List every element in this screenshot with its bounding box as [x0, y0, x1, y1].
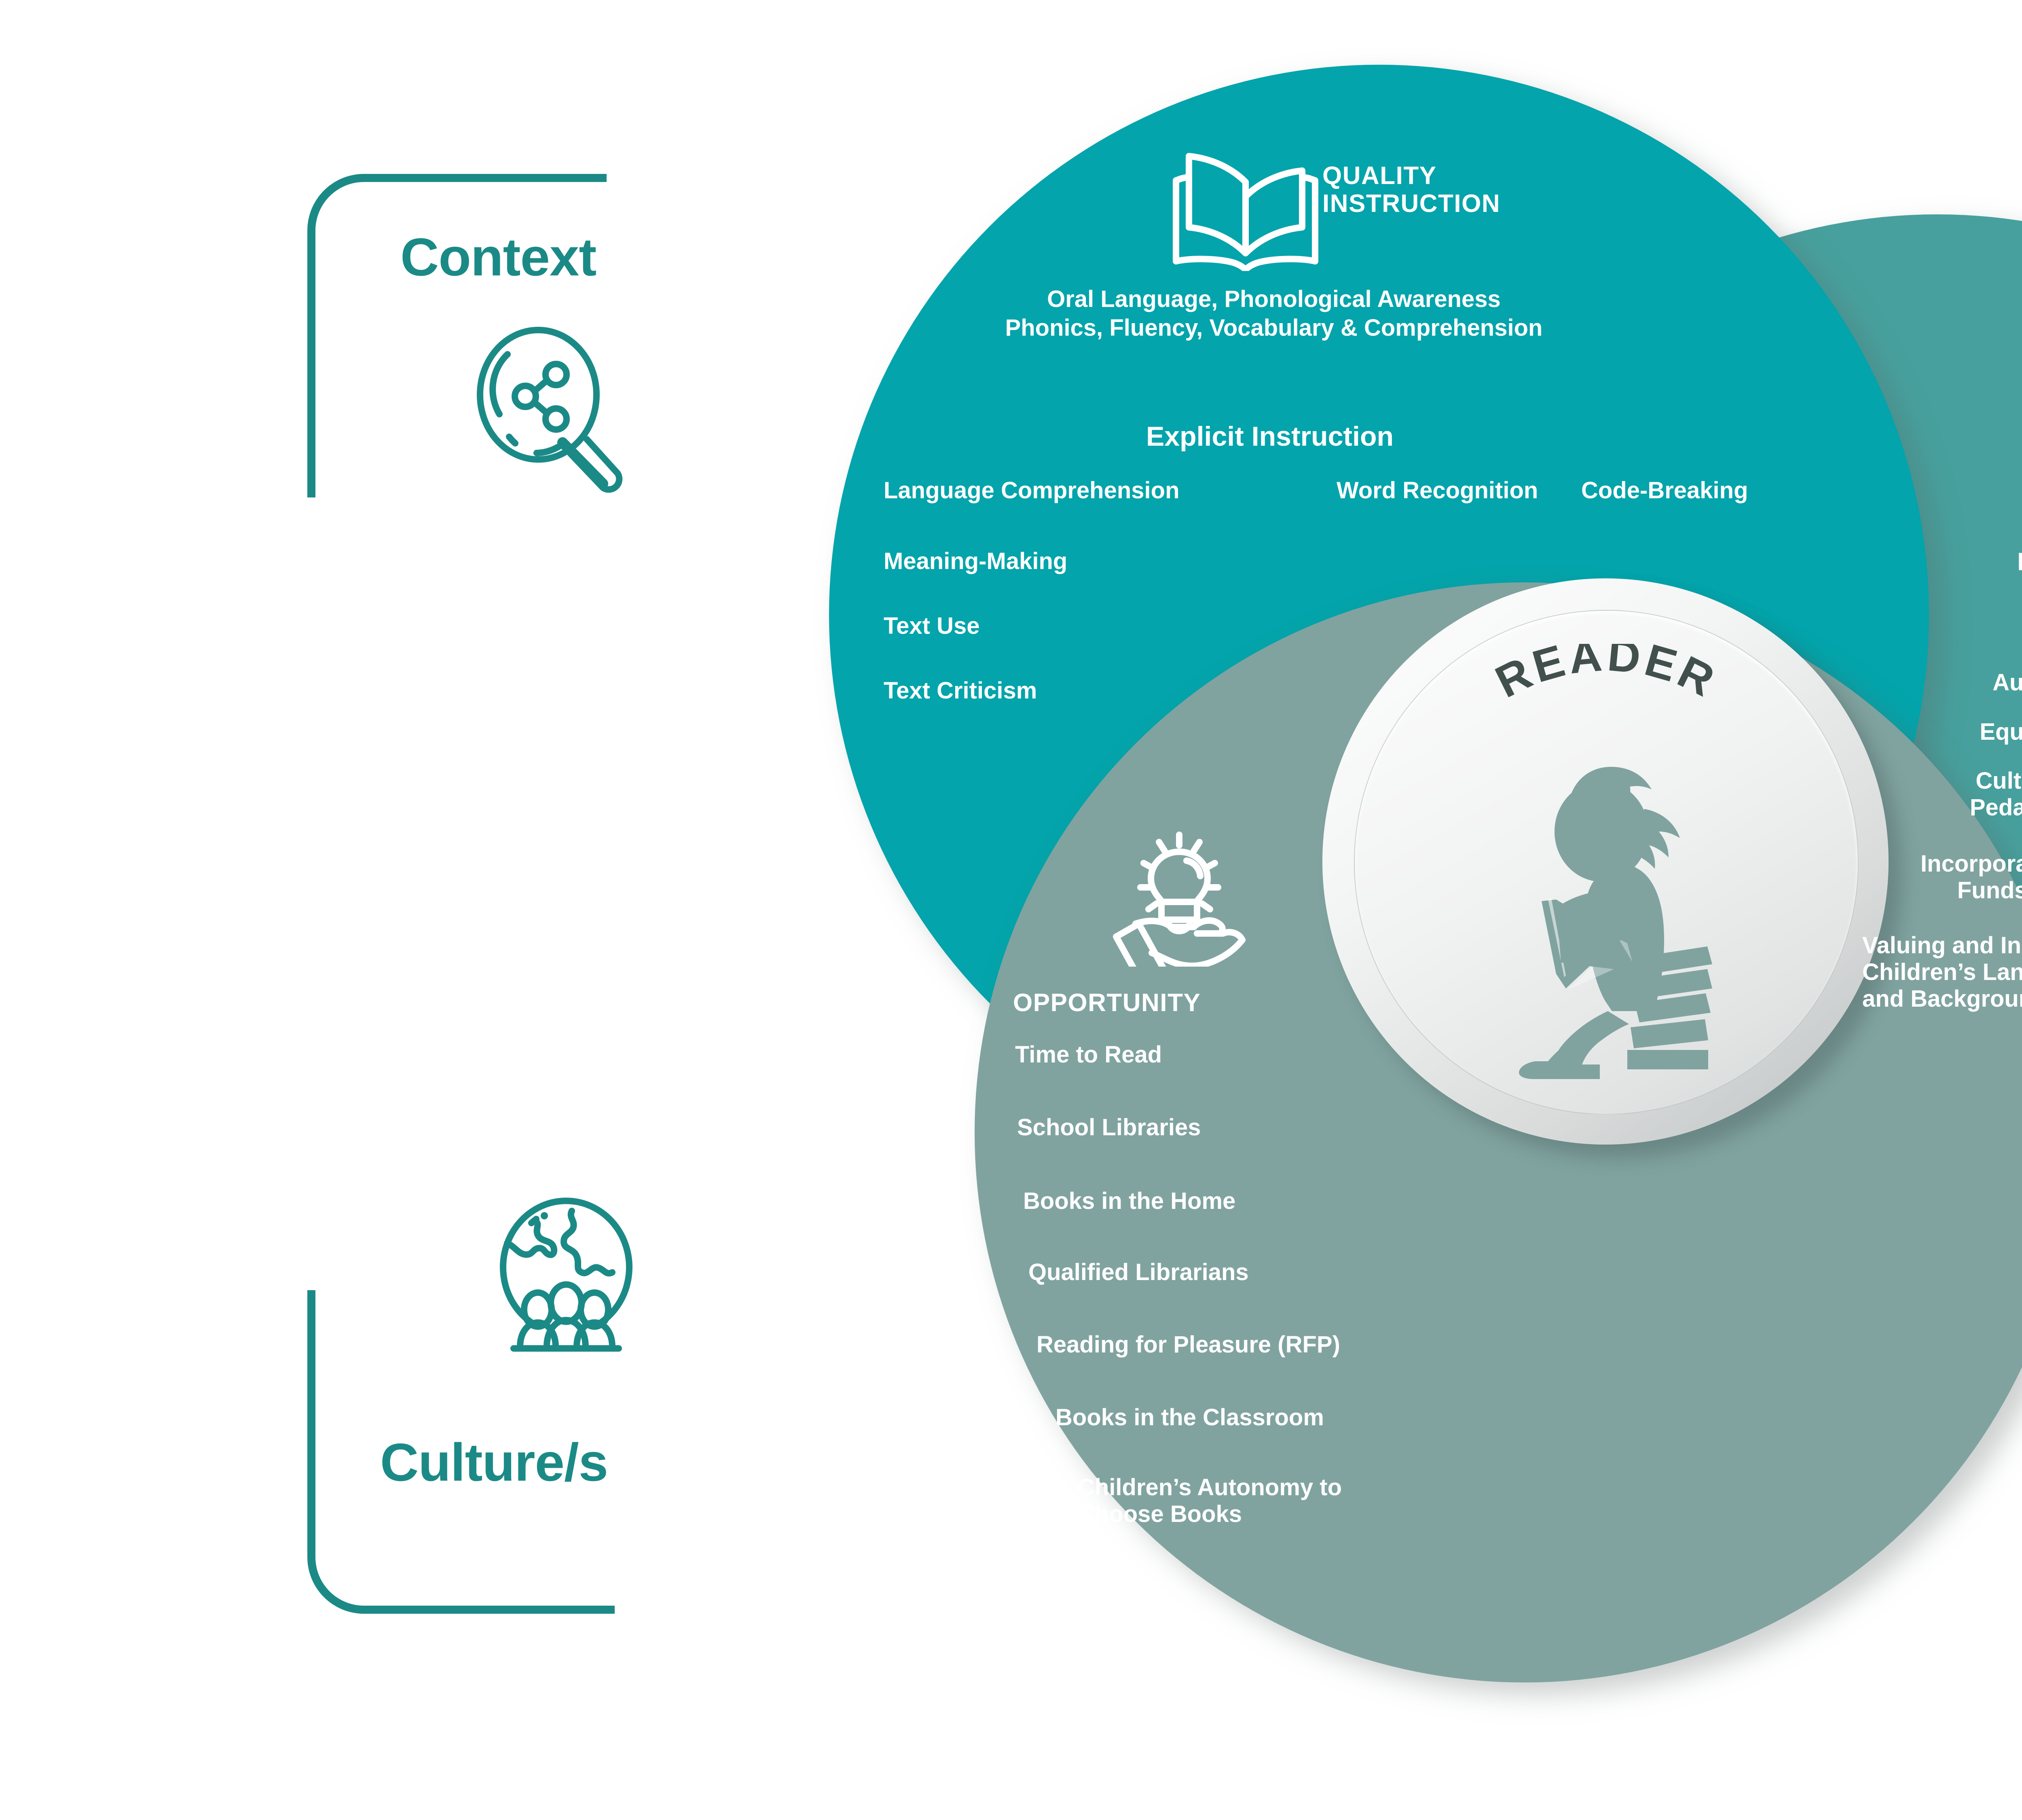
quality-instruction-title: QUALITY INSTRUCTION	[1322, 162, 1654, 218]
quality-subhead-a: Oral Language, Phonological Awareness Ph…	[829, 285, 1719, 343]
reader-medallion: READER	[1322, 578, 1889, 1145]
quality-subhead-a-line1: Oral Language, Phonological Awareness	[1047, 286, 1501, 312]
opportunity-item-1: School Libraries	[1017, 1114, 1201, 1141]
quality-subhead-a-line2: Phonics, Fluency, Vocabulary & Comprehen…	[1005, 314, 1543, 341]
corner-context: Context	[307, 174, 736, 514]
medallion-face: READER	[1355, 611, 1858, 1114]
quality-item-2: Text Criticism	[884, 677, 1037, 704]
open-book-icon	[1165, 142, 1326, 273]
reader-label-arc: READER	[1488, 644, 1722, 707]
quality-instruction-group: QUALITY INSTRUCTION Oral Language, Phono…	[829, 65, 1929, 874]
opportunity-item-2: Books in the Home	[1023, 1188, 1236, 1214]
quality-row-item-1: Word Recognition	[1337, 477, 1538, 504]
representation-title: REPRESENTATION	[1816, 548, 2022, 576]
opportunity-item-6: Children’s Autonomy to Choose Books	[1078, 1474, 1342, 1528]
quality-subhead-b: Explicit Instruction	[1146, 421, 1394, 452]
child-reading-on-books-icon	[1519, 767, 1712, 1079]
representation-group: REPRESENTATION Diverse Books Authentic R…	[1698, 364, 2022, 1335]
quality-item-0: Meaning-Making	[884, 548, 1068, 574]
opportunity-title: OPPORTUNITY	[1013, 989, 1201, 1017]
representation-item-4-text: Incorporating all Children’s Funds of Kn…	[1920, 851, 2022, 904]
representation-item-2: Equitable Representation	[1980, 719, 2022, 745]
opportunity-item-6-text: Children’s Autonomy to Choose Books	[1078, 1474, 1342, 1528]
representation-item-1: Authentic Representation	[1992, 669, 2022, 696]
representation-item-3: Culturally Responsive Pedagogy and Pract…	[1783, 768, 2022, 821]
representation-item-5-text: Valuing and Incorporating all Children’s…	[1862, 932, 2022, 1012]
magnifier-network-icon	[467, 324, 629, 493]
opportunity-item-4: Reading for Pleasure (RFP)	[1036, 1331, 1340, 1358]
quality-title-line2: INSTRUCTION	[1322, 190, 1501, 218]
corner-title-cultures: Culture/s	[380, 1433, 608, 1492]
representation-item-3-text: Culturally Responsive Pedagogy and Pract…	[1969, 768, 2022, 821]
opportunity-item-5: Books in the Classroom	[1055, 1404, 1324, 1431]
opportunity-group: OPPORTUNITY Time to Read School Librarie…	[975, 582, 2022, 1682]
quality-title-line1: QUALITY	[1322, 162, 1437, 190]
representation-item-5: Valuing and Incorporating all Children’s…	[1862, 932, 2022, 1012]
quality-row-item-2: Code-Breaking	[1581, 477, 1748, 504]
lightbulb-in-hand-icon	[1108, 825, 1250, 987]
corner-cultures: Culture/s	[307, 1193, 752, 1614]
bracket-bottom-left	[307, 1290, 615, 1614]
quality-row-item-0: Language Comprehension	[884, 477, 1180, 504]
bracket-top-left	[307, 174, 607, 497]
representation-item-4: Incorporating all Children’s Funds of Kn…	[1757, 851, 2022, 904]
globe-people-icon	[481, 1193, 651, 1363]
quality-item-1: Text Use	[884, 613, 980, 639]
corner-title-context: Context	[400, 227, 596, 287]
opportunity-item-0: Time to Read	[1015, 1041, 1162, 1068]
medallion-inner-ring: READER	[1354, 610, 1859, 1115]
opportunity-item-3: Qualified Librarians	[1028, 1259, 1249, 1285]
